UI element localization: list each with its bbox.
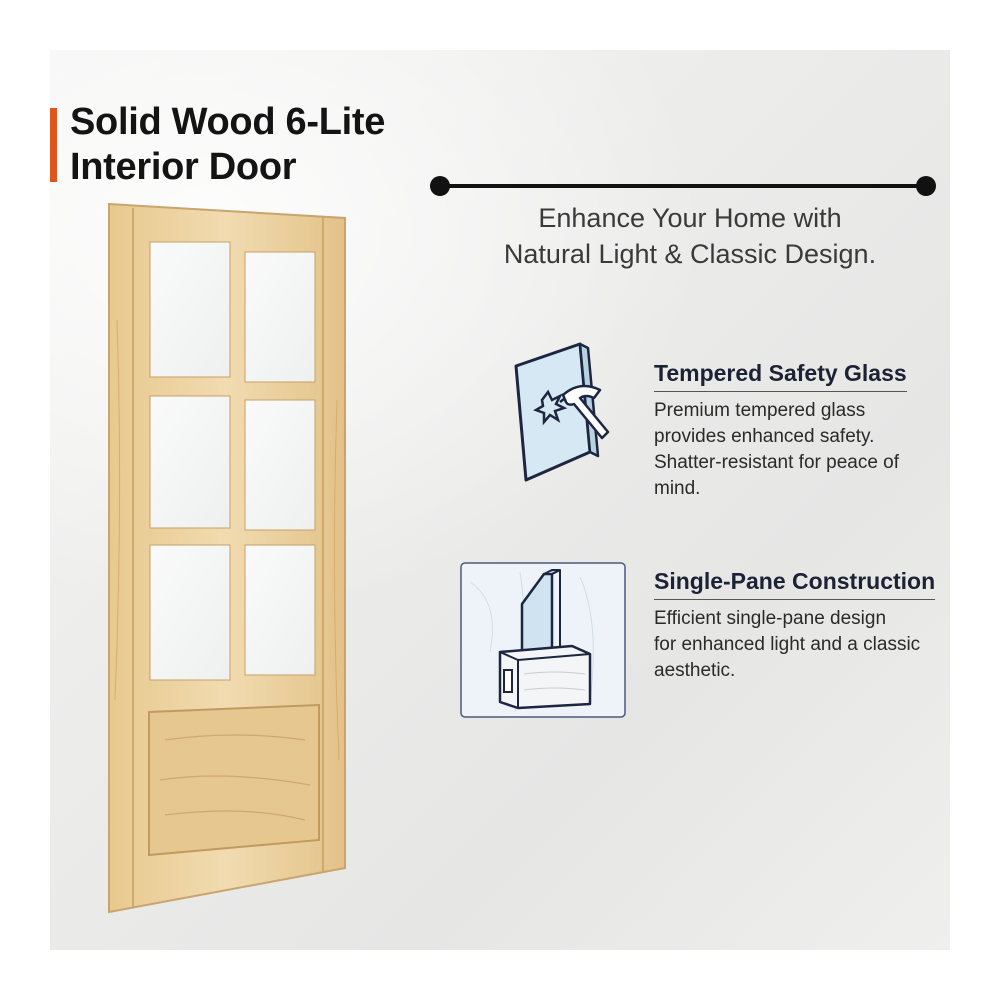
feature-text-line: Shatter-resistant for peace of — [654, 452, 900, 473]
feature-text-line: Premium tempered glass — [654, 400, 866, 421]
tagline-divider — [434, 184, 926, 188]
glass-pane — [149, 395, 231, 529]
divider-dot-left — [430, 176, 450, 196]
glass-pane — [244, 544, 316, 676]
door-image — [108, 202, 346, 914]
door-lower-panel — [148, 703, 320, 857]
tagline: Enhance Your Home with Natural Light & C… — [450, 200, 930, 272]
shattered-glass-hammer-icon — [514, 342, 610, 482]
feature-text-single-pane: Efficient single-pane design for enhance… — [654, 606, 920, 684]
feature-text-line: aesthetic. — [654, 660, 736, 681]
divider-dot-right — [916, 176, 936, 196]
feature-title-tempered-glass: Tempered Safety Glass — [654, 360, 907, 392]
feature-text-tempered-glass: Premium tempered glass provides enhanced… — [654, 398, 899, 502]
tagline-line-2: Natural Light & Classic Design. — [503, 239, 877, 269]
feature-text-line: Efficient single-pane design — [654, 608, 887, 629]
tagline-line-1: Enhance Your Home with — [538, 203, 842, 233]
title-accent-bar — [50, 108, 57, 182]
feature-text-line: provides enhanced safety. — [654, 426, 875, 447]
glass-pane — [149, 544, 231, 681]
product-panel: Solid Wood 6-Lite Interior Door — [50, 50, 950, 950]
title-line-1: Solid Wood 6-Lite — [70, 101, 386, 143]
title-line-2: Interior Door — [70, 146, 297, 188]
glass-pane — [244, 251, 316, 383]
single-pane-cross-section-icon — [460, 562, 626, 718]
feature-text-line: mind. — [654, 478, 701, 499]
glass-pane — [149, 241, 231, 378]
feature-text-line: for enhanced light and a classic — [654, 634, 921, 655]
page-title: Solid Wood 6-Lite Interior Door — [70, 100, 385, 190]
glass-pane — [244, 399, 316, 531]
feature-title-single-pane: Single-Pane Construction — [654, 568, 936, 600]
